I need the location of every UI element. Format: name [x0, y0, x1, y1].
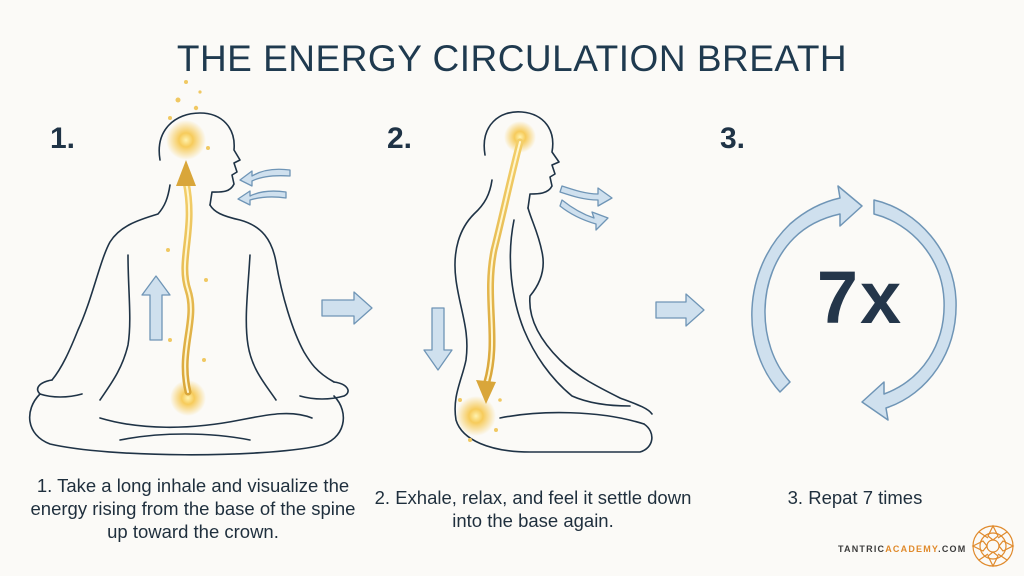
brand-wordmark: TANTRICACADEMY.COM	[838, 544, 966, 554]
next-arrow-icon-2	[655, 293, 705, 327]
brand-part-3: .COM	[938, 544, 967, 554]
step-2-caption: 2. Exhale, relax, and feel it settle dow…	[374, 487, 692, 531]
cycle-arrows-icon	[751, 185, 957, 421]
repeat-count-label: 7x	[816, 256, 904, 339]
page-title: THE ENERGY CIRCULATION BREATH	[176, 38, 848, 79]
figure-2-energy	[456, 121, 536, 442]
down-energy-arrowhead	[476, 380, 496, 404]
up-energy-arrowhead	[176, 160, 196, 186]
figure-1-energy	[166, 80, 210, 416]
mandala-logo-icon	[971, 524, 1015, 568]
step-3-caption: 3. Repat 7 times	[787, 487, 923, 508]
step-1-number: 1.	[50, 122, 76, 155]
brand-part-2: ACADEMY	[885, 544, 939, 554]
inhale-arrows-icon	[237, 168, 291, 206]
exhale-arrows-icon	[559, 185, 613, 231]
next-arrow-icon	[321, 291, 373, 325]
step-1-caption: 1. Take a long inhale and visualize the …	[30, 475, 356, 542]
step-2-number: 2.	[387, 122, 413, 155]
figure-1-meditating	[28, 112, 349, 456]
figure-2-kneeling	[454, 111, 653, 453]
step-3-number: 3.	[720, 122, 746, 155]
brand-part-1: TANTRIC	[838, 544, 886, 554]
down-arrow-icon	[423, 307, 453, 371]
up-arrow-icon	[141, 275, 171, 341]
